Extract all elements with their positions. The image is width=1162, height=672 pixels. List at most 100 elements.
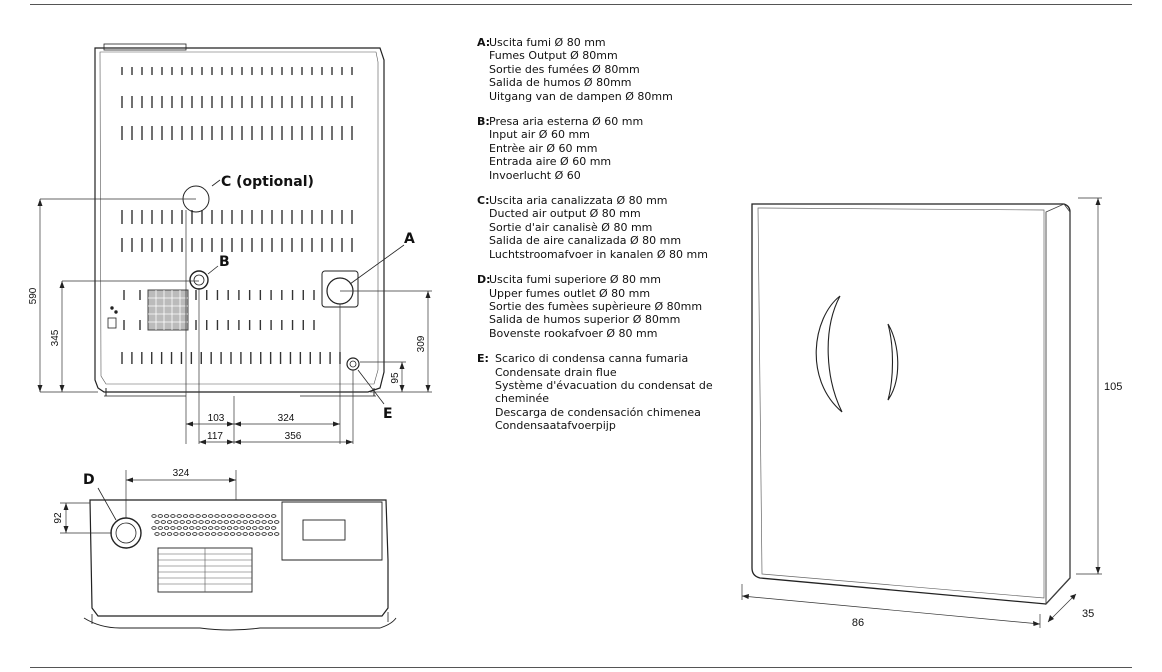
top-rule [30,4,1132,5]
label-c: C (optional) [221,174,314,190]
legend-key: E: [477,352,489,366]
vent-hole [157,514,163,518]
vent-hole [258,514,264,518]
vent-hole [252,514,258,518]
dim-35: 35 [1082,608,1094,620]
vent-hole [170,526,176,530]
top-vent-holes [151,514,280,536]
vent-hole [264,526,271,530]
vent-hole [198,520,204,524]
vent-hole [163,514,170,518]
vent-hole [198,532,204,536]
vent-hole [151,526,157,530]
vent-hole [201,526,208,530]
vent-hole [192,532,198,536]
vent-hole [201,514,208,518]
vent-hole [229,520,236,524]
legend-line: Presa aria esterna Ø 60 mm [489,115,644,129]
vent-hole [252,526,258,530]
legend-line: Scarico di condensa canna fumaria [495,352,689,366]
rear-view [94,43,405,405]
vent-hole [154,532,160,536]
legend-line: Condensate drain flue [495,365,617,379]
vent-hole [214,526,220,530]
label-a: A [404,231,415,247]
vent-hole [192,520,198,524]
dim-top-324: 324 [173,468,190,479]
legend-key: B: [477,115,490,129]
rear-dimension-lines [39,198,432,444]
vent-hole [173,532,179,536]
legend: A: Uscita fumi Ø 80 mm Fumes Output Ø 80… [477,36,737,445]
vent-hole [179,520,185,524]
legend-key: D: [477,273,491,287]
vent-hole [189,526,195,530]
legend-line: Uscita aria canalizzata Ø 80 mm [489,194,668,208]
vent-hole [223,520,229,524]
top-view [83,487,397,631]
vent-hole [255,520,261,524]
legend-item-c: C: Uscita aria canalizzata Ø 80 mm Ducte… [477,194,737,261]
vent-hole [271,514,277,518]
dim-105: 105 [1104,381,1122,393]
legend-line: Luchtstroomafvoer in kanalen Ø 80 mm [489,247,708,261]
legend-line: Sortie des fumèes supèrieure Ø 80mm [489,299,703,313]
vent-hole [189,514,195,518]
legend-item-e: E: Scarico di condensa canna fumaria Con… [477,352,737,432]
vent-hole [236,520,242,524]
vent-hole [163,526,170,530]
vent-hole [204,532,211,536]
vent-hole [217,532,223,536]
vent-hole [242,520,248,524]
legend-line: Système d'évacuation du condensat de che… [495,378,713,406]
legend-item-b: B: Presa aria esterna Ø 60 mm Input air … [477,115,737,182]
vent-hole [226,514,233,518]
legend-line: Sortie d'air canalisè Ø 80 mm [489,220,653,234]
vent-hole [245,526,252,530]
vent-hole [242,532,248,536]
vent-hole [274,532,280,536]
vent-hole [258,526,264,530]
dim-590: 590 [28,287,39,304]
dim-324: 324 [278,413,295,424]
legend-item-d: D: Uscita fumi superiore Ø 80 mm Upper f… [477,273,737,340]
legend-line: Input air Ø 60 mm [489,128,590,142]
legend-line: Salida de humos Ø 80mm [489,76,632,90]
label-e: E [383,406,393,422]
vent-hole [267,532,274,536]
right-crescent [887,323,899,401]
vent-hole [166,532,173,536]
legend-line: Entrada aire Ø 60 mm [489,155,612,169]
legend-line: Condensaatafvoerpijp [495,419,616,433]
legend-key: C: [477,194,490,208]
outlet-d-circle [110,517,142,549]
vent-hole [160,532,166,536]
iso-dimension-lines [741,197,1102,628]
label-d: D [83,472,95,488]
vent-hole [236,532,242,536]
vent-hole [214,514,220,518]
vent-hole [208,514,214,518]
rear-vent-slots [121,67,353,364]
legend-line: Salida de aire canalizada Ø 80 mm [489,234,682,248]
vent-hole [233,526,239,530]
inlet-b-circle [189,270,209,290]
vent-hole [226,526,233,530]
legend-line: Uitgang van de dampen Ø 80mm [489,89,673,103]
dim-95: 95 [390,372,401,384]
vent-hole [157,526,163,530]
vent-hole [195,526,201,530]
legend-line: Bovenste rookafvoer Ø 80 mm [489,326,658,340]
legend-line: Uscita fumi Ø 80 mm [489,36,606,49]
vent-hole [267,520,274,524]
legend-line: Entrèe air Ø 60 mm [489,141,598,155]
vent-hole [239,514,245,518]
vent-hole [182,514,189,518]
legend-line: Fumes Output Ø 80mm [489,49,618,63]
vent-hole [245,514,252,518]
vent-hole [185,520,192,524]
vent-hole [211,532,217,536]
vent-hole [264,514,271,518]
vent-hole [204,520,211,524]
